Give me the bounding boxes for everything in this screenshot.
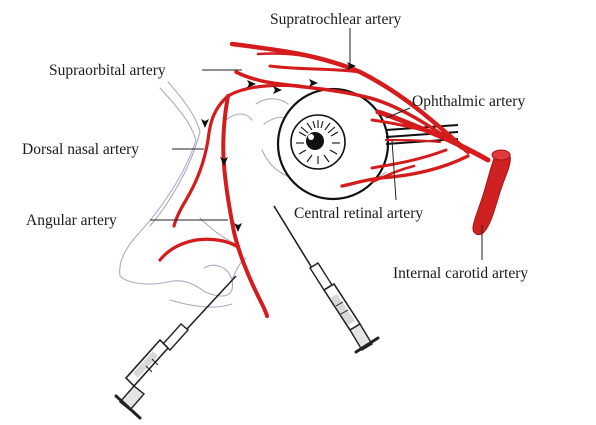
label-supratrochlear: Supratrochlear artery <box>270 11 402 28</box>
arrow-icon <box>309 79 318 87</box>
flow-arrows <box>201 62 356 232</box>
syringe-left <box>114 275 237 420</box>
arrow-icon <box>201 119 209 128</box>
label-central-retinal: Central retinal artery <box>294 205 423 222</box>
leader-lines <box>150 28 483 260</box>
supraorbital-artery <box>234 70 464 150</box>
angular-artery <box>221 94 269 318</box>
arrow-icon <box>220 157 228 166</box>
internal-carotid <box>472 149 511 236</box>
labels: Supratrochlear artery Supraorbital arter… <box>22 11 528 282</box>
label-dorsal-nasal: Dorsal nasal artery <box>22 141 139 158</box>
label-ophthalmic: Ophthalmic artery <box>412 93 525 110</box>
arrow-icon <box>273 86 282 94</box>
label-supraorbital: Supraorbital artery <box>49 62 166 79</box>
label-internal-carotid: Internal carotid artery <box>393 265 528 282</box>
eyeball <box>276 87 390 201</box>
pupil-highlight <box>308 134 314 140</box>
arrow-icon <box>247 80 256 88</box>
central-retinal-artery <box>384 138 442 144</box>
iris-striations <box>296 120 340 164</box>
pupil <box>306 132 324 150</box>
arrow-icon <box>347 62 356 70</box>
syringe-right <box>273 205 380 354</box>
label-angular: Angular artery <box>26 212 117 229</box>
artery-network <box>158 41 491 318</box>
dorsal-nasal-artery <box>172 83 302 228</box>
arrow-icon <box>234 223 242 232</box>
